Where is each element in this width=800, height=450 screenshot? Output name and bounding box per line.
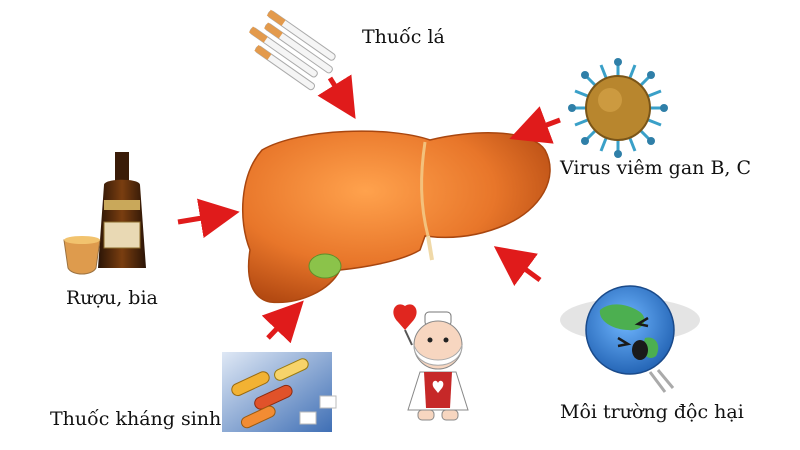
virus-icon: [568, 58, 668, 158]
gallbladder-icon: [308, 253, 342, 279]
label-alcohol: Rượu, bia: [66, 287, 158, 309]
arrow-tobacco-to-liver: [317, 74, 356, 119]
sick-earth-icon: [560, 285, 700, 393]
cigarettes-icon: [248, 9, 336, 91]
arrow-antibiotic-to-liver: [261, 300, 304, 344]
arrow-alcohol-to-liver: [177, 198, 240, 239]
arrow-environment-to-liver: [493, 246, 542, 286]
label-tobacco: Thuốc lá: [362, 26, 445, 48]
arrow-virus-to-liver: [509, 106, 561, 144]
doctor-mascot-icon: [393, 304, 469, 421]
liquor-bottle-icon: [63, 152, 146, 275]
label-antibiotics: Thuốc kháng sinh: [50, 408, 222, 430]
label-hepatitis-virus: Virus viêm gan B, C: [560, 157, 752, 179]
liver-icon: [242, 130, 551, 304]
pills-icon: [222, 352, 337, 432]
label-toxic-environment: Môi trường độc hại: [560, 401, 744, 423]
